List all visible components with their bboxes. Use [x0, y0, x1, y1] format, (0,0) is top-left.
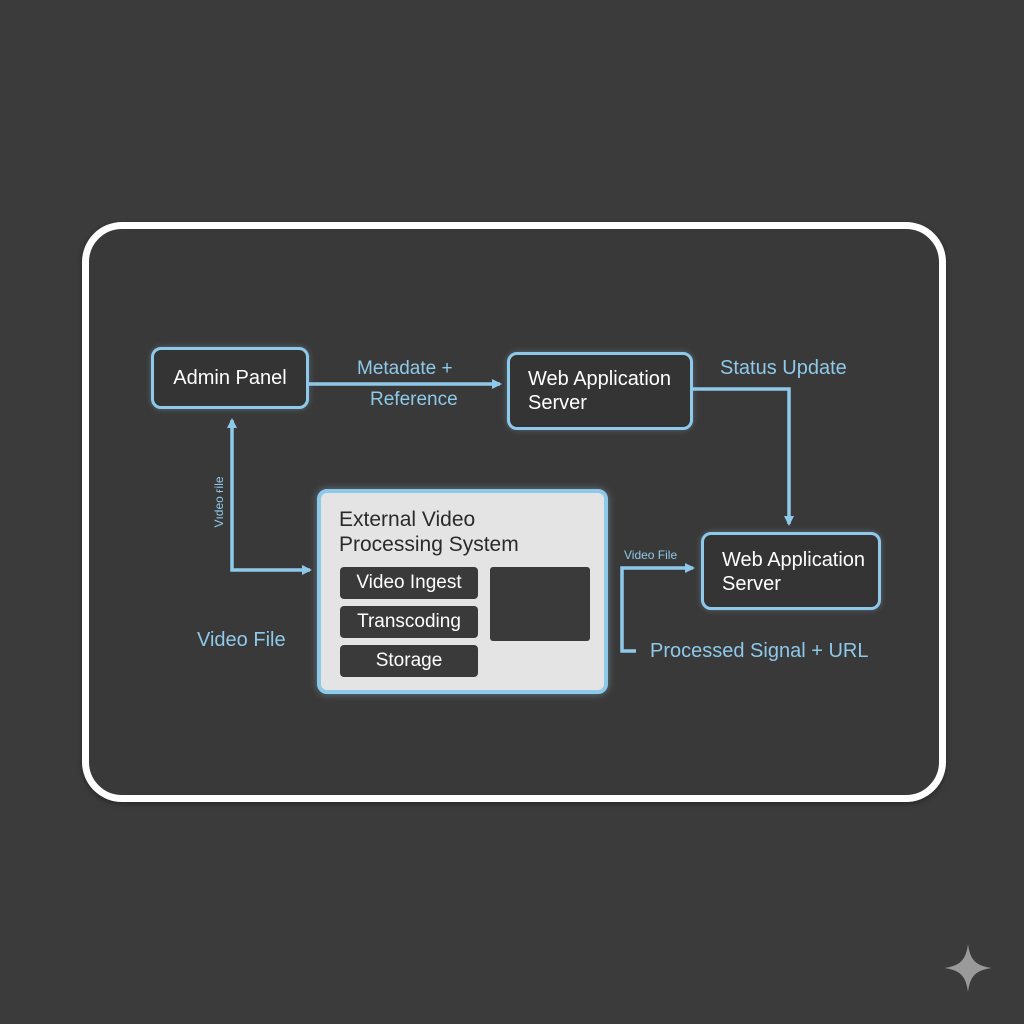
step-label: Video Ingest	[356, 572, 462, 593]
preview-panel	[490, 567, 590, 641]
edge-label-line-1: Metadate +	[357, 358, 453, 379]
edge-label-line-2: Reference	[370, 389, 458, 410]
edge-label-video-file-small: Video File	[624, 548, 678, 562]
step-label: Storage	[375, 650, 443, 671]
admin-panel-node[interactable]: Admin Panel	[151, 347, 309, 409]
processing-title-line-1: External Video	[339, 508, 476, 531]
web-server-label-line-2: Server	[528, 392, 587, 414]
step-transcoding[interactable]: Transcoding	[340, 606, 478, 638]
web-server-node-top[interactable]: Web Application Server	[507, 352, 693, 430]
edge-label-video-file-vertical: Vıdeo ғile	[212, 476, 226, 528]
sparkle-icon	[944, 944, 992, 992]
arrow-video-file-to-web-server	[620, 563, 695, 653]
processing-title-line-2: Processing System	[339, 533, 519, 556]
processing-system-title: External Video Processing System	[339, 507, 519, 557]
arrow-web-server-to-web-server	[693, 387, 794, 526]
edge-label-processed-signal: Processed Signal + URL	[650, 640, 869, 662]
web-server-label-line-1: Web Application	[528, 368, 672, 390]
edge-label-status-update: Status Update	[720, 357, 847, 379]
web-server-label-line-2: Server	[722, 573, 781, 595]
edge-label-metadata-reference: Metadate + Reference	[357, 353, 458, 415]
processing-system-node[interactable]: External Video Processing System Video I…	[317, 489, 608, 694]
admin-panel-label: Admin Panel	[173, 367, 287, 389]
edge-label-video-file: Video File	[197, 629, 286, 651]
arrow-admin-to-processing	[230, 540, 312, 575]
step-label: Transcoding	[357, 611, 461, 632]
web-server-node-right[interactable]: Web Application Server	[701, 532, 881, 610]
step-video-ingest[interactable]: Video Ingest	[340, 567, 478, 599]
web-server-label-line-1: Web Application	[722, 549, 866, 571]
step-storage[interactable]: Storage	[340, 645, 478, 677]
